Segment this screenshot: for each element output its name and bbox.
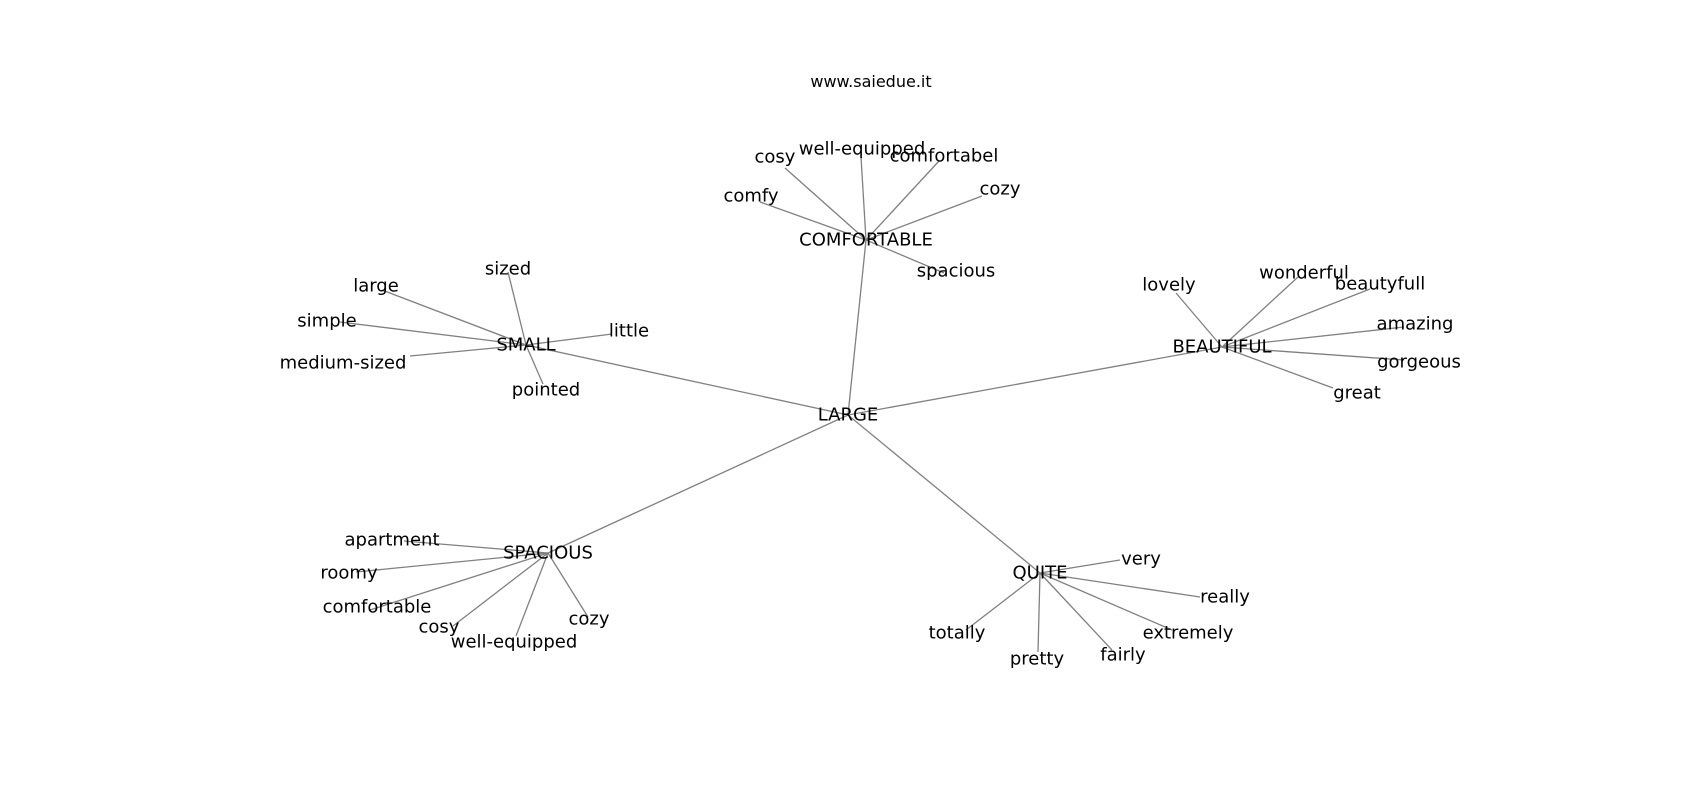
leaf-node-label: extremely — [1143, 623, 1234, 644]
edge-comfortable-to-cozy — [865, 195, 983, 241]
edge-small-to-pointed — [525, 344, 544, 385]
edge-small-to-medium-sized — [409, 344, 527, 357]
edge-beautiful-to-beautyfull — [1221, 288, 1371, 348]
leaf-node-label: beautyfull — [1335, 274, 1425, 295]
edge-comfortable-to-cosy — [784, 167, 867, 241]
leaf-node-label: comfortable — [323, 597, 432, 618]
edge-comfortable-to-comfortabel — [865, 160, 940, 241]
leaf-node-label: cozy — [979, 179, 1020, 200]
edge-quite-to-pretty — [1037, 572, 1041, 653]
leaf-node-label: cosy — [419, 617, 460, 638]
edge-beautiful-to-great — [1221, 346, 1334, 389]
leaf-node-label: little — [609, 321, 649, 342]
edge-root-to-comfortable — [847, 239, 867, 416]
edge-root-to-spacious — [547, 414, 849, 554]
edge-root-to-beautiful — [847, 346, 1223, 416]
edge-small-to-simple — [339, 321, 527, 346]
leaf-node-label: very — [1121, 549, 1161, 570]
edge-spacious-to-cosy — [452, 552, 549, 627]
root-node-label: LARGE — [818, 405, 879, 426]
edge-small-to-little — [525, 333, 613, 346]
edge-beautiful-to-amazing — [1221, 326, 1405, 348]
leaf-node-label: amazing — [1377, 314, 1454, 335]
leaf-node-label: gorgeous — [1377, 352, 1461, 373]
leaf-node-label: well-equipped — [799, 139, 926, 160]
edge-comfortable-to-comfy — [759, 201, 867, 241]
edge-comfortable-to-spacious — [865, 239, 945, 274]
leaf-node-label: pretty — [1010, 649, 1065, 670]
leaf-node-label: cosy — [755, 147, 796, 168]
edge-beautiful-to-lovely — [1175, 292, 1223, 348]
edge-small-to-large — [381, 289, 527, 346]
hub-node-label: SMALL — [496, 335, 555, 356]
leaf-node-label: wonderful — [1259, 263, 1349, 284]
edge-quite-to-extremely — [1039, 572, 1173, 631]
edge-quite-to-very — [1039, 559, 1121, 574]
edge-spacious-to-well-equipped — [515, 552, 549, 637]
leaf-node-label: sized — [485, 259, 531, 280]
edge-root-to-small — [525, 344, 849, 416]
leaf-node-label: great — [1333, 383, 1381, 404]
leaf-node-label: simple — [297, 311, 356, 332]
leaf-node-label: comfy — [723, 186, 778, 207]
leaf-node-label: well-equipped — [451, 632, 578, 653]
edge-comfortable-to-well-equipped — [860, 156, 867, 241]
watermark-text: www.saiedue.it — [810, 72, 932, 91]
edge-beautiful-to-gorgeous — [1221, 346, 1405, 361]
hub-node-label: QUITE — [1012, 563, 1067, 584]
leaf-node-label: really — [1200, 587, 1250, 608]
leaf-node-label: lovely — [1142, 275, 1196, 296]
leaf-node-label: apartment — [344, 530, 439, 551]
leaf-node-label: pointed — [512, 380, 580, 401]
leaf-node-label: comfortabel — [890, 146, 999, 167]
edge-quite-to-fairly — [1039, 572, 1113, 651]
edges-layer — [339, 156, 1405, 653]
leaf-node-label: fairly — [1100, 645, 1146, 666]
leaf-node-label: cozy — [568, 609, 609, 630]
hub-node-label: BEAUTIFUL — [1172, 337, 1271, 358]
edge-quite-to-totally — [965, 572, 1041, 631]
hub-node-label: SPACIOUS — [503, 543, 593, 564]
leaf-node-label: large — [353, 276, 399, 297]
edge-spacious-to-cozy — [547, 552, 589, 618]
edge-root-to-quite — [847, 414, 1041, 574]
edge-quite-to-really — [1039, 572, 1201, 598]
edge-spacious-to-roomy — [355, 552, 549, 573]
hub-node-label: COMFORTABLE — [799, 230, 933, 251]
leaf-node-label: medium-sized — [280, 353, 407, 374]
edge-beautiful-to-wonderful — [1221, 276, 1299, 348]
edge-small-to-sized — [507, 271, 527, 346]
leaf-node-label: roomy — [320, 563, 378, 584]
edge-spacious-to-comfortable — [369, 552, 549, 611]
edge-spacious-to-apartment — [403, 540, 549, 554]
leaf-node-label: spacious — [917, 261, 996, 282]
leaf-node-label: totally — [929, 623, 986, 644]
